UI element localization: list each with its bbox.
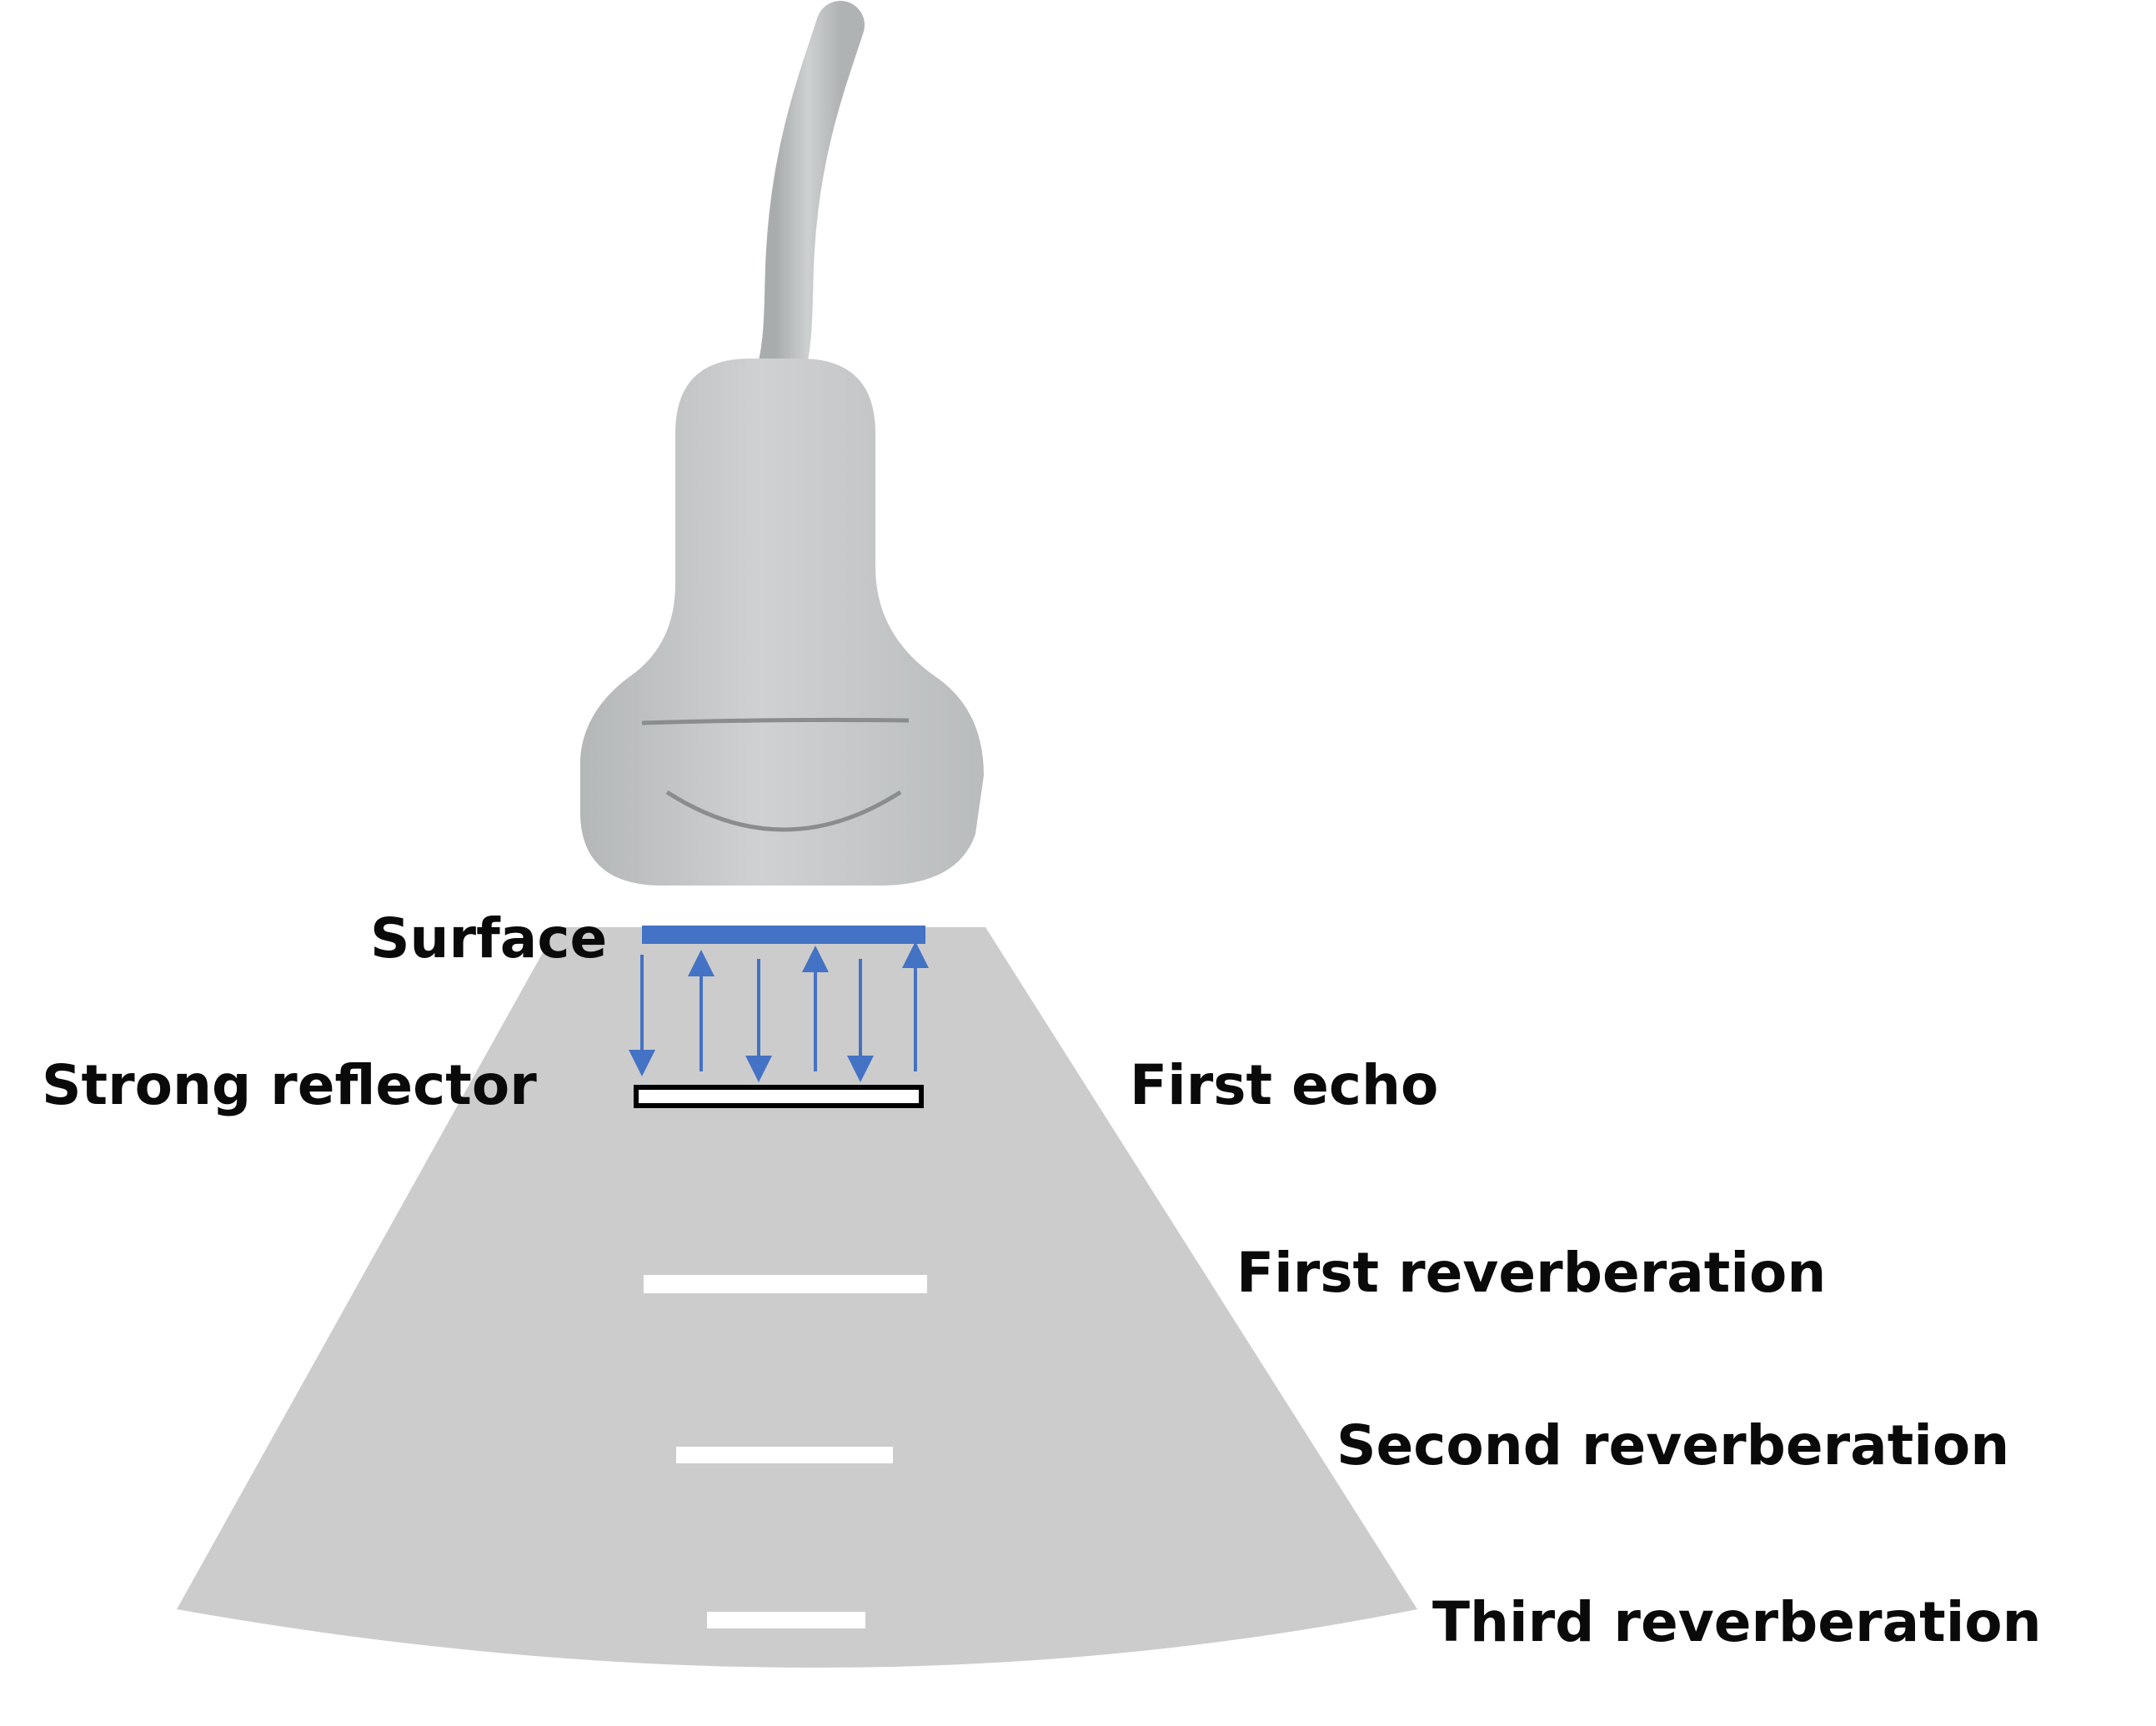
first-reverberation-label: First reverberation — [1236, 1241, 1826, 1305]
second-reverberation-line — [676, 1447, 893, 1463]
third-reverberation-line — [707, 1612, 865, 1628]
ultrasound-beam — [177, 927, 1417, 1668]
echo-arrows — [629, 941, 929, 1082]
surface-line — [642, 926, 925, 944]
third-reverberation-label: Third reverberation — [1432, 1590, 2042, 1654]
second-reverberation-label: Second reverberation — [1336, 1413, 2009, 1478]
strong-reflector-label: Strong reflector — [42, 1053, 537, 1117]
strong-reflector — [634, 1085, 924, 1108]
surface-label: Surface — [370, 906, 607, 971]
first-reverberation-line — [644, 1275, 927, 1293]
first-echo-label: First echo — [1130, 1053, 1438, 1117]
ultrasound-probe-icon — [580, 359, 984, 886]
probe-cable — [751, 1, 865, 416]
